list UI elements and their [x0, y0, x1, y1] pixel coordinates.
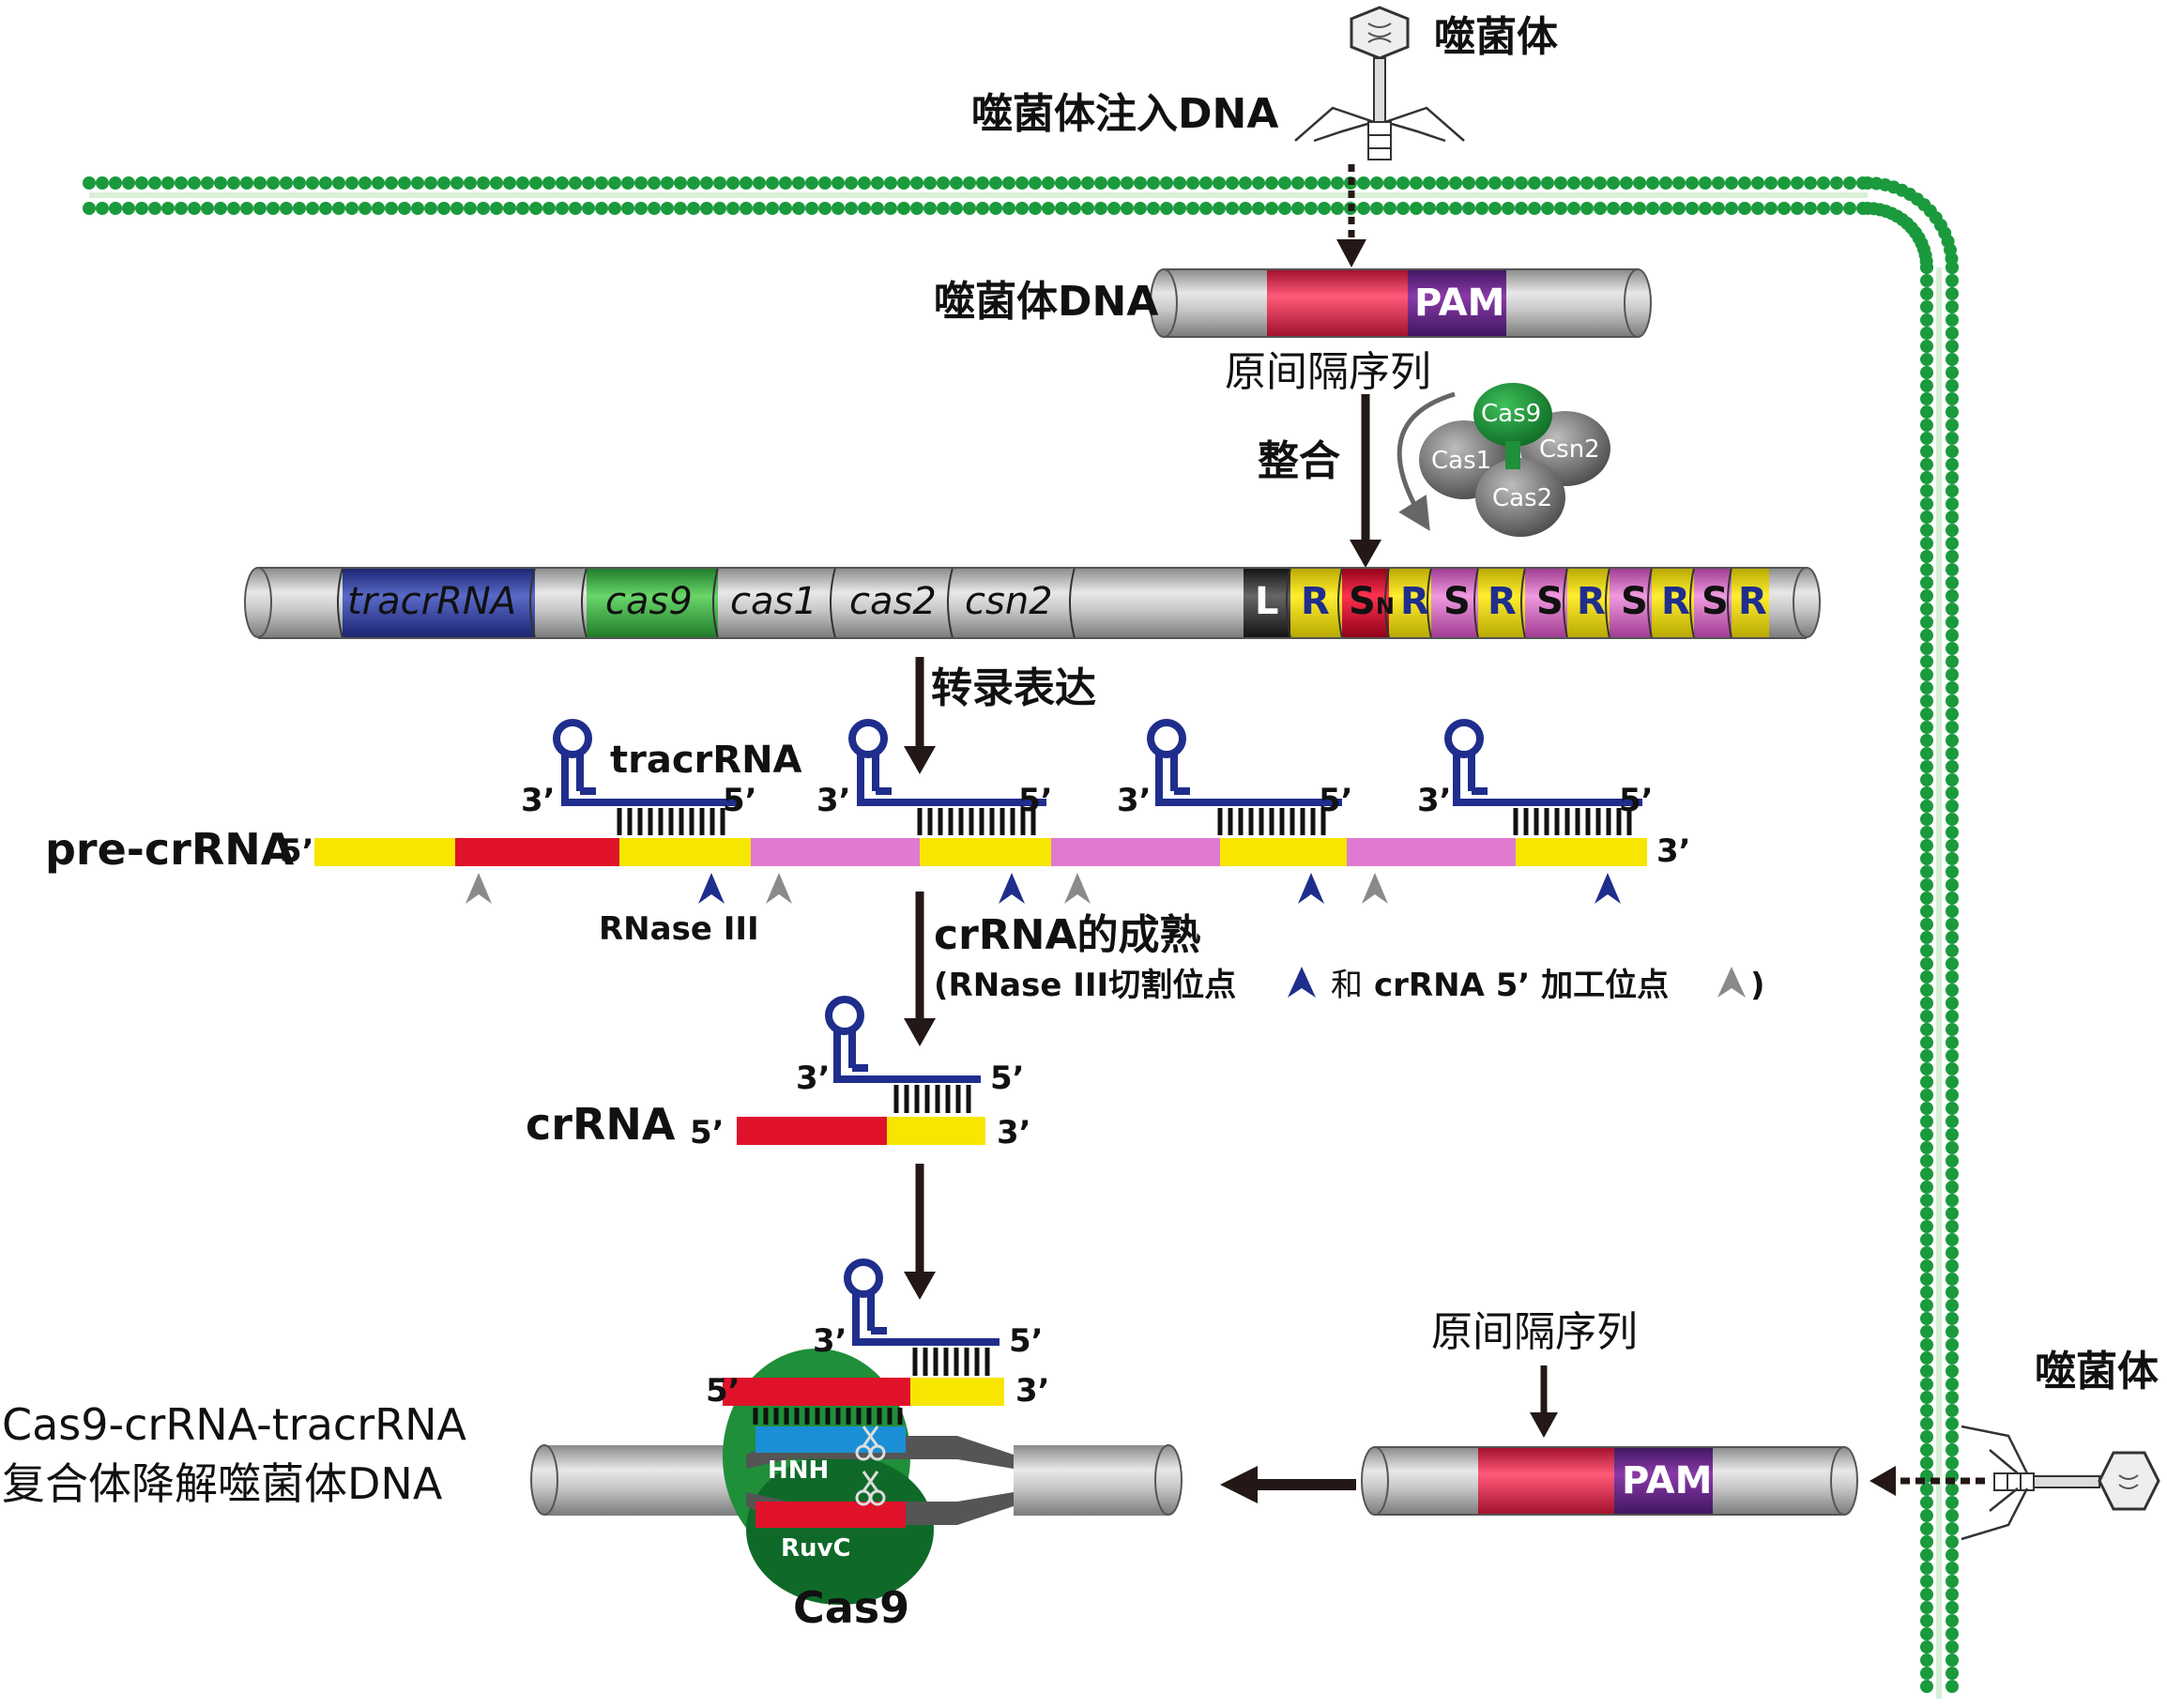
phage-top-icon [1294, 6, 1465, 267]
rnase-site-arrow-2 [1298, 873, 1324, 904]
cas9-crrna-5prime: 5’ [706, 1372, 740, 1410]
protospacer-label: 原间隔序列 [1225, 348, 1431, 396]
crispr-locus [244, 567, 1821, 639]
pre-crrna-end-label-2: 3’ [816, 782, 851, 819]
scissors-icon [855, 1426, 886, 1506]
pam-label: PAM [1414, 282, 1505, 325]
processing-site-arrow-1 [766, 873, 792, 904]
array-element-8: S [1702, 580, 1729, 623]
cas1-protein-label: Cas1 [1431, 447, 1492, 475]
maturation-note-c: crRNA 5’ 加工位点 [1374, 967, 1670, 1004]
pre-crrna-end-label-1: 5’ [723, 782, 757, 819]
phage-inject-label: 噬菌体注入DNA [971, 90, 1279, 138]
phage-right-label: 噬菌体 [2035, 1348, 2159, 1395]
rnase-label: RNase III [599, 910, 759, 948]
rnase-site-arrow-1 [999, 873, 1025, 904]
array-element-2: S [1443, 580, 1471, 623]
gene-cas1: cas1 [730, 580, 817, 623]
rnase-site-arrow-3 [1595, 873, 1621, 904]
pre-crrna-end-label-5: 5’ [1319, 782, 1353, 819]
pam-label-2: PAM [1622, 1459, 1713, 1502]
gene-tracrrna: tracrRNA [347, 580, 517, 623]
integration-label: 整合 [1258, 437, 1340, 485]
phage-right-icon [1869, 1425, 2160, 1541]
gene-csn2: csn2 [965, 580, 1053, 623]
cas9-protein-label: Cas9 [1481, 400, 1542, 428]
crrna-3prime: 3’ [997, 1114, 1031, 1151]
processing-site-arrow-0 [465, 873, 492, 904]
pre-crrna-end-label-6: 3’ [1417, 782, 1452, 819]
cas2-protein-label: Cas2 [1492, 484, 1553, 512]
protospacer-label-2: 原间隔序列 [1431, 1308, 1638, 1356]
complex-label-line1: Cas9-crRNA-tracrRNA [2, 1399, 466, 1450]
array-element-0: R [1301, 580, 1330, 623]
cas9-complex [530, 1258, 1183, 1605]
ruvc-label: RuvC [781, 1534, 851, 1563]
tracrrna-label: tracrRNA [610, 739, 802, 782]
crrna-label: crRNA [526, 1099, 676, 1150]
array-element-9: R [1738, 580, 1767, 623]
pre-crrna-end-label-0: 3’ [521, 782, 556, 819]
pre-crrna-end-label-7: 5’ [1619, 782, 1654, 819]
pre-crrna [314, 719, 1647, 904]
array-element-5: R [1577, 580, 1606, 623]
cas9-tracr-3prime: 3’ [813, 1322, 847, 1360]
gene-cas9: cas9 [605, 580, 693, 623]
processing-site-legend-icon [1717, 967, 1746, 998]
maturation-title: crRNA的成熟 [934, 911, 1201, 959]
maturation-note-b: 和 [1331, 967, 1363, 1004]
crrna-tracr-3prime: 3’ [796, 1060, 831, 1097]
maturation-note-d: ) [1750, 967, 1765, 1004]
pre-crrna-end-label-4: 3’ [1117, 782, 1152, 819]
gene-cas2: cas2 [849, 580, 937, 623]
hnh-label: HNH [768, 1456, 830, 1485]
rnase-site-legend-icon [1288, 967, 1316, 998]
crrna-5prime: 5’ [690, 1114, 725, 1151]
rnase-site-arrow-0 [698, 873, 725, 904]
cell-membrane [83, 176, 1959, 1699]
cas9-tracr-5prime: 5’ [1009, 1322, 1044, 1360]
maturation-note-a: (RNase III切割位点 [934, 967, 1237, 1004]
pre-crrna-end-label-3: 5’ [1018, 782, 1053, 819]
cas9-crrna-3prime: 3’ [1015, 1372, 1050, 1410]
processing-site-arrow-2 [1064, 873, 1091, 904]
pre-crrna-5prime: 5’ [280, 832, 314, 870]
new-spacer-label: SN [1349, 580, 1395, 623]
array-element-1: R [1400, 580, 1429, 623]
complex-label-line2: 复合体降解噬菌体DNA [2, 1458, 443, 1509]
phage-dna-label: 噬菌体DNA [934, 278, 1159, 326]
target-dna-cylinder [1361, 1446, 1858, 1516]
array-element-4: S [1536, 580, 1564, 623]
cas-integration-complex [1396, 383, 1610, 537]
array-element-3: R [1488, 580, 1517, 623]
leader-label: L [1255, 580, 1279, 623]
csn2-protein-label: Csn2 [1539, 435, 1600, 464]
pre-crrna-3prime: 3’ [1656, 832, 1691, 870]
transcription-label: 转录表达 [931, 664, 1096, 712]
phage-top-label: 噬菌体 [1434, 13, 1558, 61]
pre-crrna-label: pre-crRNA [45, 824, 295, 875]
processing-site-arrow-3 [1362, 873, 1388, 904]
cas9-label: Cas9 [793, 1582, 910, 1633]
array-element-6: S [1621, 580, 1648, 623]
crrna-tracr-5prime: 5’ [990, 1060, 1025, 1097]
mature-crrna [737, 996, 985, 1145]
array-element-7: R [1661, 580, 1690, 623]
phage-dna-cylinder [1150, 268, 1652, 338]
